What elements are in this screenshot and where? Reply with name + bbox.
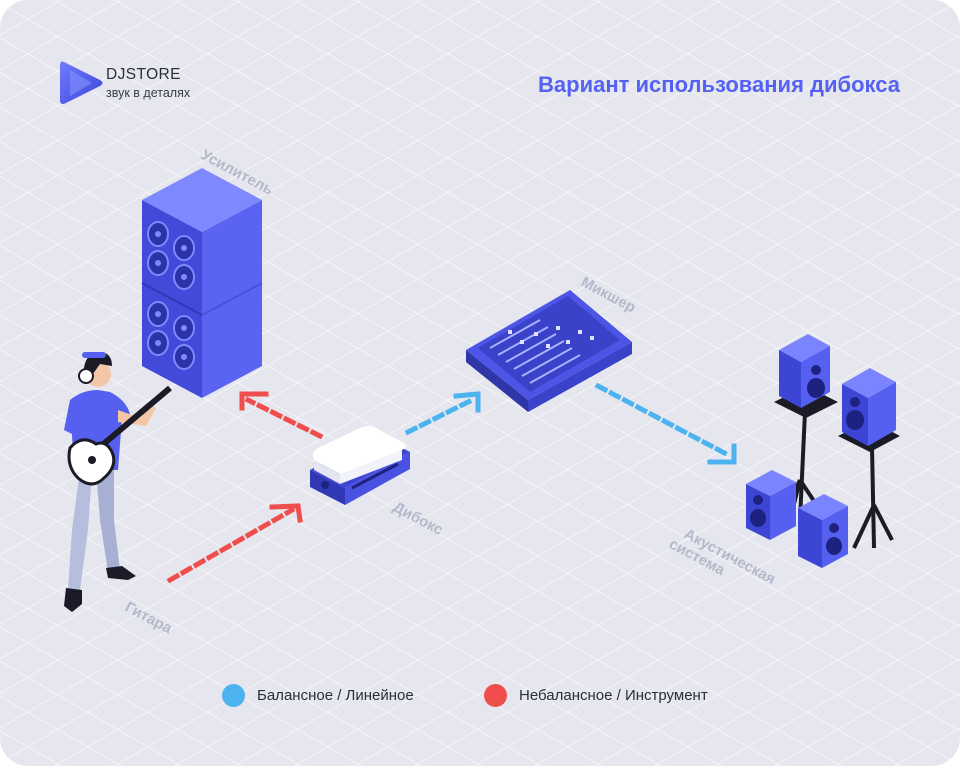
unbalanced-dot-icon (484, 683, 507, 707)
amplifier-icon (141, 168, 263, 398)
legend-label-unbalanced: Небалансное / Инструмент (519, 686, 708, 704)
legend-label-balanced: Балансное / Линейное (257, 686, 414, 704)
label-dibox: Дибокс (390, 499, 446, 539)
label-guitar: Гитара (122, 599, 175, 638)
arrow-mixer-to-speakers (594, 382, 737, 465)
brand-name: DJSTORE (106, 66, 181, 83)
djstore-logo[interactable]: DJSTORE звук в деталях (58, 58, 228, 112)
arrow-dibox-to-amplifier (239, 391, 324, 440)
guitarist-icon (64, 352, 172, 612)
mixer-icon (466, 290, 632, 412)
speakers-icon (746, 334, 900, 568)
dibox-icon (310, 426, 410, 505)
balanced-dot-icon (222, 683, 245, 707)
legend-item-balanced: Балансное / Линейное (222, 680, 414, 710)
arrow-guitar-to-dibox (166, 503, 303, 584)
arrow-dibox-to-mixer (404, 391, 481, 436)
legend-item-unbalanced: Небалансное / Инструмент (484, 680, 708, 710)
brand-tagline: звук в деталях (106, 86, 191, 100)
legend: Балансное / Линейное Небалансное / Инстр… (0, 680, 960, 710)
page-title: Вариант использования дибокса (538, 72, 900, 97)
play-logo-icon (60, 61, 103, 104)
